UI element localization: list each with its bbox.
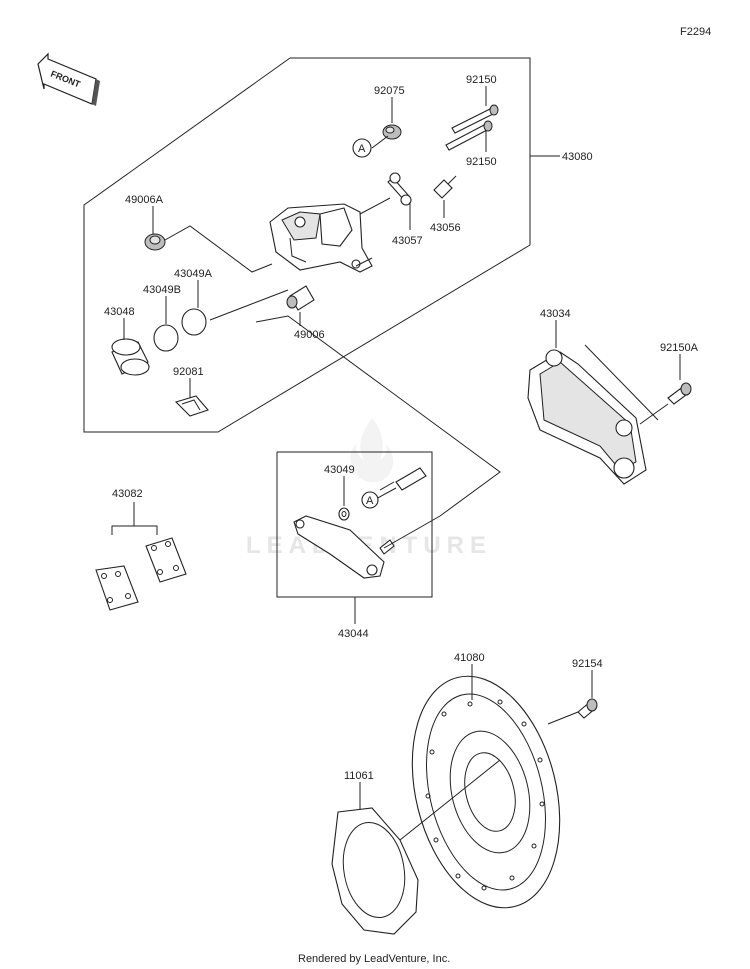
label-43056: 43056 — [430, 222, 461, 234]
caliper-body — [269, 203, 373, 273]
part-49006-sleeve — [286, 285, 315, 311]
label-49006: 49006 — [294, 329, 325, 341]
part-92150-pins — [445, 104, 499, 151]
label-43049B: 43049B — [143, 284, 181, 296]
part-92154-bolt — [577, 698, 598, 719]
part-43057-joint — [387, 172, 412, 206]
ref-marker-a-bottom: A — [361, 491, 379, 509]
bracket-boundary — [584, 344, 659, 421]
watermark-flame-icon — [350, 418, 394, 483]
figure-code: F2294 — [680, 26, 711, 38]
ref-marker-a-bottom-label: A — [366, 495, 374, 507]
label-43048: 43048 — [104, 306, 135, 318]
label-43034: 43034 — [540, 308, 571, 320]
pads-bracket — [111, 525, 158, 535]
part-41080-disc — [411, 675, 561, 909]
part-43049-washer — [338, 507, 350, 521]
label-43049: 43049 — [324, 464, 355, 476]
label-43080: 43080 — [562, 151, 593, 163]
part-43056-bleeder — [433, 175, 457, 199]
holder-assembly-boundary — [276, 451, 433, 598]
part-92081-spring — [174, 395, 209, 417]
label-43057: 43057 — [392, 235, 423, 247]
part-92150A-bolt — [667, 382, 692, 405]
part-92075-nut — [382, 124, 402, 140]
part-11061-gasket — [331, 807, 419, 935]
label-11061: 11061 — [344, 770, 374, 782]
part-49006A-boot — [144, 233, 166, 251]
label-49006A: 49006A — [125, 194, 164, 206]
footer-credit: Rendered by LeadVenture, Inc. — [298, 953, 450, 965]
label-41080: 41080 — [454, 652, 485, 664]
ref-marker-a-top-label: A — [358, 143, 366, 155]
label-92150-top: 92150 — [466, 74, 497, 86]
label-92150-bottom: 92150 — [466, 156, 497, 168]
part-43034-bracket — [527, 349, 647, 485]
label-43082: 43082 — [112, 488, 143, 500]
part-43049A-seal — [181, 308, 207, 336]
label-43044: 43044 — [338, 628, 369, 640]
label-43049A: 43049A — [174, 268, 213, 280]
label-92081: 92081 — [173, 366, 204, 378]
part-43049B-seal — [153, 324, 179, 352]
ref-marker-a-top: A — [352, 138, 372, 158]
label-92075: 92075 — [374, 85, 405, 97]
part-43044-holder — [293, 467, 427, 579]
part-43082-pads — [95, 537, 187, 611]
label-92154: 92154 — [572, 658, 603, 670]
part-43048-piston — [111, 338, 150, 376]
leader-lines — [123, 86, 681, 841]
front-arrow-icon: FRONT — [37, 52, 100, 106]
caliper-assembly-boundary — [83, 57, 531, 433]
label-92150A: 92150A — [660, 342, 699, 354]
